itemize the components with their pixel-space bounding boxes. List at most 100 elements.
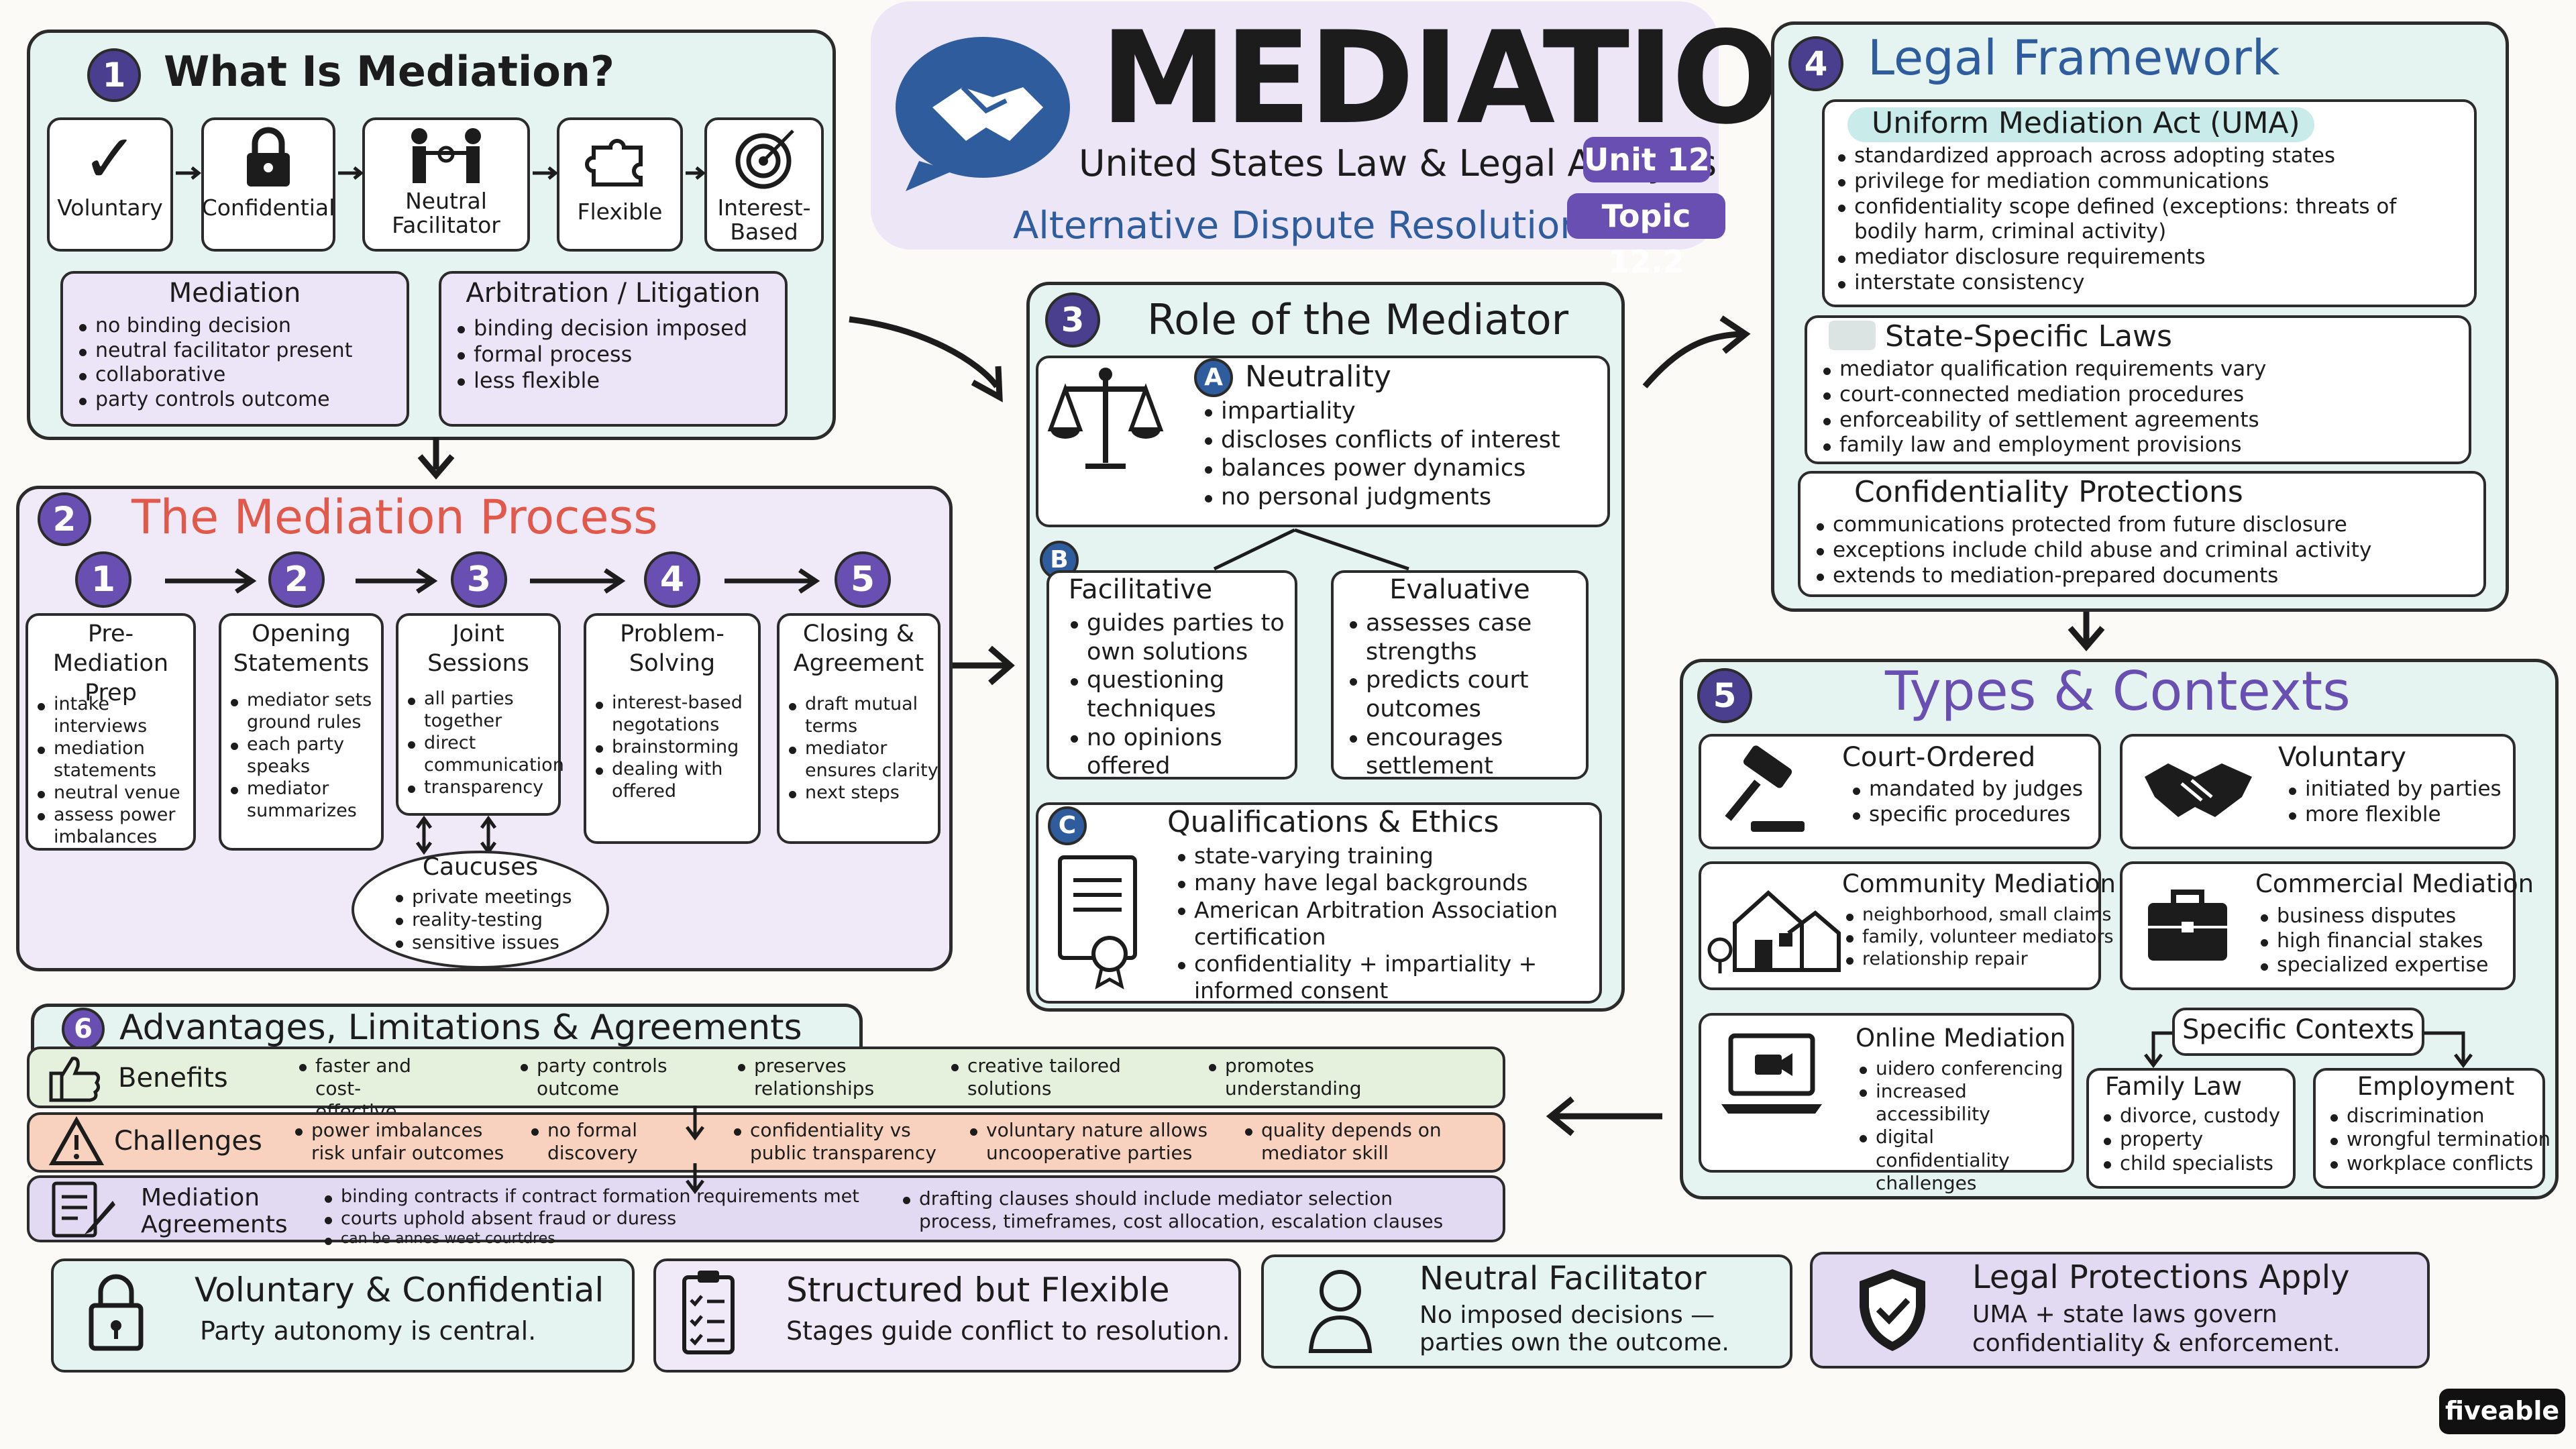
list-item: all parties together (404, 688, 559, 733)
footer-title: Structured but Flexible (786, 1271, 1170, 1309)
list-item: each party speaks (227, 734, 382, 778)
stage-list: mediator sets ground rules each party sp… (227, 690, 382, 822)
confidentiality-list: communications protected from future dis… (1813, 513, 2457, 588)
brand-logo: fiveable (2439, 1389, 2565, 1434)
neutrality-title: Neutrality (1245, 360, 1391, 394)
stage-card (584, 613, 761, 844)
list-item: courts uphold absent fraud or duress (321, 1208, 911, 1230)
list-item: increased accessibility (1856, 1080, 2070, 1126)
list-item: discrimination (2326, 1104, 2551, 1128)
court-ordered-list: mandated by judges specific procedures (1849, 777, 2083, 828)
benefits-list-4: creative tailored solutions (947, 1055, 1122, 1100)
commercial-list: business disputes high financial stakes … (2257, 904, 2489, 978)
section-number: 1 (87, 48, 141, 102)
section-title: The Mediation Process (131, 490, 658, 545)
stage-list: all parties together direct communicatio… (404, 688, 564, 799)
list-item: high financial stakes (2257, 929, 2489, 954)
list-item: no personal judgments (1201, 483, 1560, 512)
stage-number: 4 (644, 551, 700, 608)
list-item: relationship repair (1842, 949, 2114, 971)
list-item: uidero conferencing (1856, 1057, 2070, 1080)
list-item: exceptions include child abuse and crimi… (1813, 538, 2457, 564)
arbitration-list: binding decision imposed formal process … (453, 315, 747, 394)
family-law-list: divorce, custody property child speciali… (2100, 1104, 2280, 1175)
lock-icon (89, 1274, 144, 1351)
feature-arrows (176, 166, 706, 180)
online-title: Online Mediation (1856, 1024, 2066, 1053)
commercial-title: Commercial Mediation (2255, 869, 2534, 898)
shield-icon (1860, 1269, 1925, 1351)
feature-label: Flexible (577, 199, 663, 225)
footer-text: No imposed decisions — parties own the o… (1419, 1301, 1729, 1357)
list-item: assess power imbalances (34, 804, 195, 849)
stage-number: 2 (268, 551, 325, 608)
stage-title: Pre-Mediation Prep (52, 621, 169, 706)
lock-icon (247, 127, 290, 186)
list-item: mediator qualification requirements vary (1819, 357, 2450, 382)
confidentiality-title: Confidentiality Protections (1854, 475, 2243, 509)
list-item: mediation statements (34, 738, 195, 782)
employment-card (2313, 1068, 2545, 1189)
agreements-row (27, 1175, 1505, 1242)
stage-list: intake interviews mediation statements n… (34, 694, 195, 849)
list-item: family law and employment provisions (1819, 433, 2450, 458)
online-list: uidero conferencing increased accessibil… (1856, 1057, 2070, 1195)
page-title: MEDIATION (1100, 4, 1884, 152)
list-item: dealing with offered (592, 759, 759, 803)
footer-text: Stages guide conflict to resolution. (786, 1316, 1230, 1346)
section-number: 3 (1045, 292, 1100, 347)
stage-title: Problem-Solving (620, 621, 724, 677)
branch-lines (1213, 528, 1409, 571)
list-item: predicts court outcomes (1346, 666, 1574, 723)
list-item: state-varying training (1174, 843, 1590, 869)
section-number: 5 (1697, 668, 1752, 723)
arbitration-box (439, 271, 788, 427)
list-item: privilege for mediation communications (1834, 169, 2438, 195)
list-item: mediator disclosure requirements (1834, 245, 2438, 270)
state-laws-title: State-Specific Laws (1885, 319, 2172, 354)
list-item: mediator ensures clarity (785, 738, 939, 782)
list-item: questioning techniques (1067, 666, 1288, 723)
section-title: Role of the Mediator (1147, 295, 1569, 344)
topic-badge: Topic 12.2 (1567, 193, 1725, 280)
stage-title: Joint Sessions (427, 621, 529, 677)
list-item: confidentiality vs public transparency (730, 1119, 945, 1165)
list-item: child specialists (2100, 1152, 2280, 1175)
people-icon (411, 128, 481, 183)
mediation-title: Mediation (168, 278, 301, 309)
challenges-list-2: no formal discovery (527, 1119, 675, 1165)
caucuses-bubble (352, 851, 609, 969)
list-item: formal process (453, 341, 747, 368)
benefits-list-3: preserves relationships (734, 1055, 888, 1100)
person-icon (1308, 1270, 1373, 1353)
list-item: mediator sets ground rules (227, 690, 382, 734)
uma-list: standardized approach across adopting st… (1834, 144, 2438, 296)
gavel-icon (1725, 745, 1805, 832)
list-item: mediator summarizes (227, 778, 382, 822)
document-pen-icon (52, 1181, 115, 1238)
list-item: assesses case strengths (1346, 609, 1574, 666)
confidentiality-card (1798, 471, 2486, 597)
caucus-arrows (415, 815, 497, 855)
list-item: confidentiality scope defined (exception… (1834, 195, 2438, 246)
state-laws-list: mediator qualification requirements vary… (1819, 357, 2450, 458)
benefits-row (27, 1046, 1505, 1108)
section-title: What Is Mediation? (164, 47, 614, 96)
list-item: no opinions offered (1067, 724, 1288, 781)
list-item: impartiality (1201, 397, 1560, 426)
community-list: neighborhood, small claims family, volun… (1842, 904, 2114, 971)
agreements-list-2: drafting clauses should include mediator… (899, 1187, 1476, 1233)
facilitative-card (1046, 570, 1297, 780)
evaluative-list: assesses case strengths predicts court o… (1346, 609, 1574, 781)
stage-arrows (165, 568, 820, 594)
list-item: enforceability of settlement agreements (1819, 408, 2450, 433)
section-title: Legal Framework (1868, 30, 2280, 86)
stage-card (396, 613, 561, 816)
section-number: 2 (38, 492, 91, 546)
list-item: party controls outcome (75, 388, 352, 413)
benefits-list-2: party controls outcome (517, 1055, 671, 1100)
list-item: can be annes weet courtdres (321, 1230, 911, 1248)
thumbs-up-icon (49, 1057, 101, 1102)
list-item: less flexible (453, 368, 747, 394)
warning-icon (48, 1116, 105, 1165)
